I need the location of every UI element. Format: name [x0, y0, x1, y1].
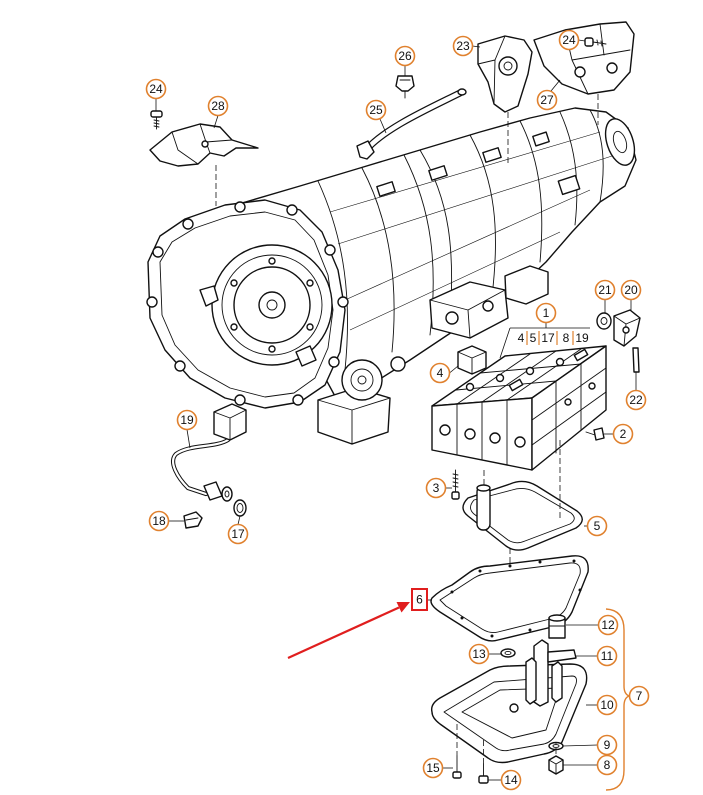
bell-housing-bolt-bosses [146, 201, 349, 406]
callout-1[interactable]: 1 [535, 302, 557, 324]
pipe-clip [395, 75, 415, 99]
svg-text:11: 11 [601, 649, 614, 663]
bell-housing [146, 199, 349, 409]
callout-22[interactable]: 22 [625, 389, 647, 411]
svg-text:4: 4 [437, 366, 444, 380]
callout-23[interactable]: 23 [452, 35, 474, 57]
callout-3[interactable]: 3 [425, 477, 447, 499]
callout-8[interactable]: 8 [596, 754, 618, 776]
callout-11[interactable]: 11 [596, 645, 618, 667]
callout-6-highlighted[interactable]: 6 [411, 588, 428, 611]
valve-body [431, 345, 607, 471]
callout-7[interactable]: 7 [628, 685, 650, 707]
pan-bolt-2 [478, 763, 489, 784]
heat-shield [149, 123, 259, 167]
callout-26[interactable]: 26 [394, 45, 416, 67]
svg-text:22: 22 [629, 393, 643, 407]
valve-body-long-bolt [451, 469, 460, 500]
oil-pipe [356, 88, 467, 160]
svg-text:14: 14 [504, 773, 518, 787]
callout-5[interactable]: 5 [586, 515, 608, 537]
callout-24-heat-shield-bolt[interactable]: 24 [145, 78, 167, 100]
svg-text:3: 3 [433, 481, 440, 495]
svg-text:12: 12 [601, 618, 615, 632]
callout-2[interactable]: 2 [612, 423, 634, 445]
highlight-pointer-arrow [287, 602, 410, 660]
oil-pan [430, 663, 588, 764]
drain-plug [548, 755, 564, 775]
pan-bolt [452, 755, 462, 779]
gearbox-support-bracket [533, 21, 635, 95]
callout-6-label: 6 [416, 593, 423, 607]
output-flange [604, 118, 636, 166]
bolt-bracket [584, 37, 607, 47]
callout-15[interactable]: 15 [422, 757, 444, 779]
svg-text:8: 8 [604, 758, 611, 772]
callout-24-bracket-bolt[interactable]: 24 [558, 29, 580, 51]
group-part-4[interactable]: 4 [518, 331, 525, 345]
callout-18[interactable]: 18 [148, 510, 170, 532]
svg-text:20: 20 [624, 283, 638, 297]
svg-text:28: 28 [211, 99, 225, 113]
svg-text:26: 26 [398, 49, 412, 63]
wiring-harness [171, 403, 247, 502]
group-part-5[interactable]: 5 [530, 331, 537, 345]
callout-20[interactable]: 20 [620, 279, 642, 301]
svg-text:7: 7 [636, 689, 643, 703]
callout-28[interactable]: 28 [207, 95, 229, 117]
housing-mount-lug [295, 345, 317, 367]
callout-9[interactable]: 9 [596, 734, 618, 756]
svg-text:21: 21 [598, 283, 612, 297]
callout-14[interactable]: 14 [500, 769, 522, 791]
svg-text:5: 5 [594, 519, 601, 533]
svg-text:15: 15 [426, 761, 440, 775]
transmission-mount-bracket [477, 35, 533, 113]
group-part-17[interactable]: 17 [541, 331, 555, 345]
callout-27[interactable]: 27 [536, 89, 558, 111]
callout-25[interactable]: 25 [365, 99, 387, 121]
svg-text:27: 27 [540, 93, 554, 107]
sealing-washer [596, 312, 612, 330]
housing-top-bosses [376, 131, 581, 197]
oil-strainer [462, 480, 583, 551]
svg-text:19: 19 [180, 413, 194, 427]
svg-text:2: 2 [620, 427, 627, 441]
torque-converter-flange [211, 244, 333, 366]
o-ring [233, 499, 247, 517]
svg-text:1: 1 [543, 306, 550, 320]
svg-text:13: 13 [472, 647, 486, 661]
group-part-8[interactable]: 8 [563, 331, 570, 345]
speed-sensor [613, 309, 641, 347]
lower-cover [317, 356, 406, 445]
sensor-pin [632, 347, 640, 373]
housing-mount-lug [199, 285, 219, 307]
solenoid-valve [457, 345, 487, 375]
valve-body-bolt [585, 427, 605, 441]
harness-clip [183, 511, 203, 529]
leader-lines [155, 39, 637, 781]
svg-text:18: 18 [152, 514, 166, 528]
svg-text:17: 17 [231, 527, 245, 541]
svg-text:24: 24 [149, 82, 163, 96]
callout-13[interactable]: 13 [468, 643, 490, 665]
callout-12[interactable]: 12 [597, 614, 619, 636]
callout-19[interactable]: 19 [176, 409, 198, 431]
callout-21[interactable]: 21 [594, 279, 616, 301]
housing-side-valve-area [429, 265, 549, 339]
group-part-19[interactable]: 19 [575, 331, 589, 345]
filler-plug [548, 614, 566, 639]
pan-bracket [525, 639, 577, 707]
svg-text:25: 25 [369, 103, 383, 117]
callout-group-1-parts: 4 5 17 8 19 [518, 331, 589, 345]
svg-text:23: 23 [456, 39, 470, 53]
callout-4[interactable]: 4 [429, 362, 451, 384]
bolt-heat-shield [150, 110, 163, 130]
plug-washer [500, 648, 516, 658]
svg-text:24: 24 [562, 33, 576, 47]
svg-text:9: 9 [604, 738, 611, 752]
callout-17[interactable]: 17 [227, 523, 249, 545]
callout-10[interactable]: 10 [596, 694, 618, 716]
svg-text:10: 10 [600, 698, 614, 712]
